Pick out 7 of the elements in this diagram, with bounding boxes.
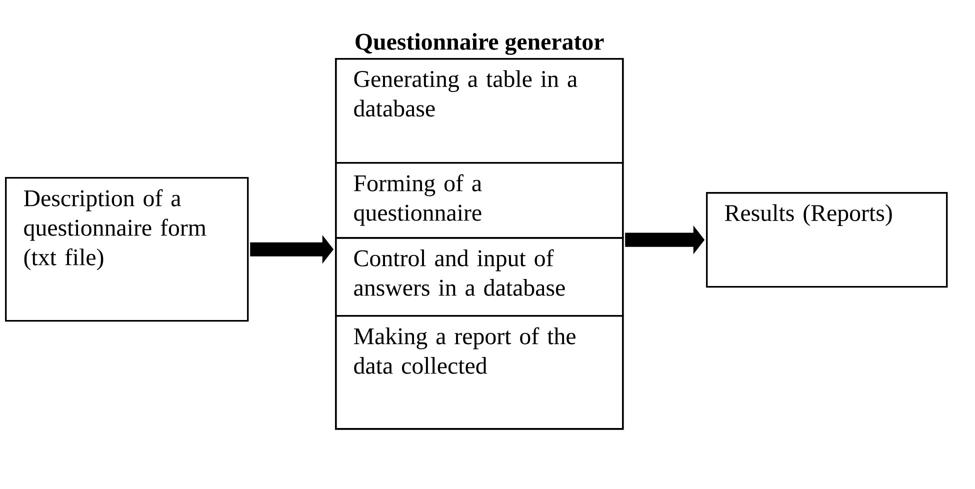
node-label: Questionnaire generator: [356, 33, 604, 55]
section-box: Generating a table in a database: [335, 58, 624, 164]
section-box: Forming of a questionnaire: [335, 162, 624, 239]
section-box: Control and input of answers in a database: [335, 237, 624, 317]
section-box: Making a report of the data collected: [335, 315, 624, 430]
process-box: Results (Reports): [706, 192, 948, 288]
process-box: Description of a questionnaire form (txt file): [5, 177, 249, 322]
